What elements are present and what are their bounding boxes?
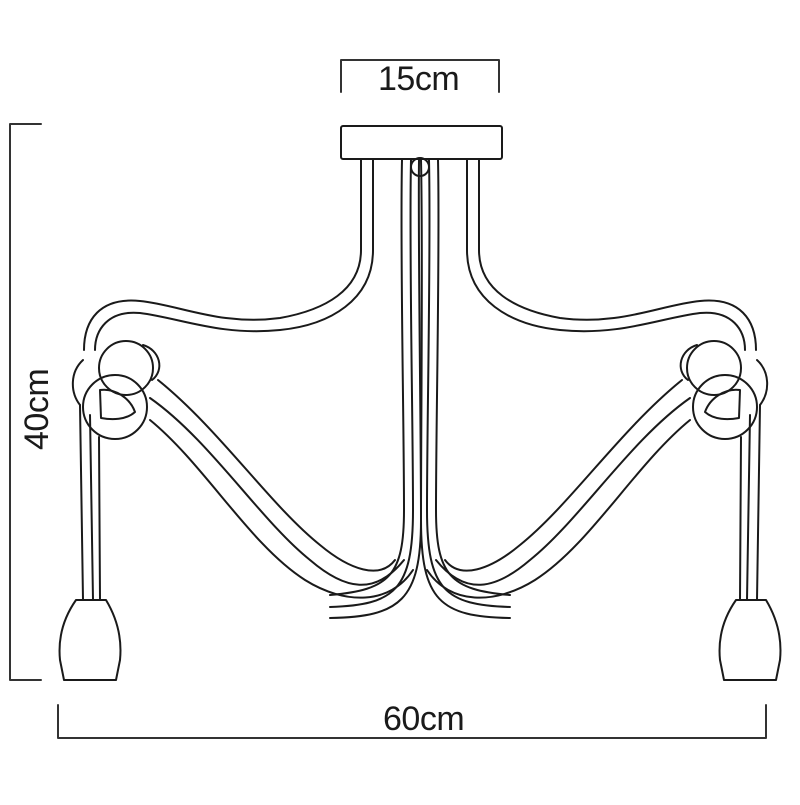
width-dimension-bracket [57, 704, 767, 739]
height-label: 40cm [18, 368, 56, 450]
left-arm [71, 159, 414, 601]
ceiling-canopy [340, 125, 503, 160]
left-shade [58, 599, 122, 681]
right-arm [426, 159, 769, 601]
top-dimension-bracket [340, 59, 500, 93]
center-arm [329, 159, 511, 619]
top-width-label: 15cm [378, 60, 460, 98]
width-label: 60cm [383, 700, 465, 738]
height-dimension-bracket [9, 123, 42, 681]
right-shade [718, 599, 782, 681]
canopy-hook-ring [410, 157, 430, 177]
